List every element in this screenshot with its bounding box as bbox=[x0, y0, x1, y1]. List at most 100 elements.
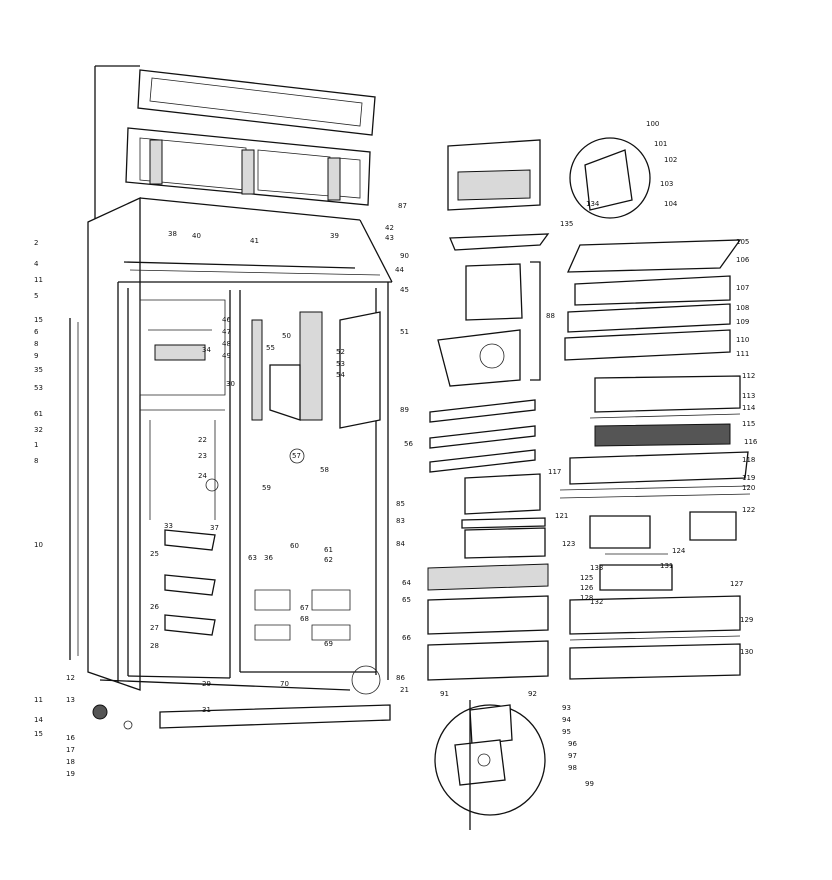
callout: 98 bbox=[568, 764, 577, 772]
callout: 5 bbox=[34, 292, 38, 300]
callout: 17 bbox=[66, 746, 75, 754]
callout: 134 bbox=[586, 200, 600, 208]
callout: 51 bbox=[400, 328, 409, 336]
callout: 122 bbox=[742, 506, 755, 514]
callout: 53 bbox=[34, 384, 43, 392]
callout: 125 bbox=[580, 574, 593, 582]
callout-labels: 2 4 11 5 15 6 8 9 35 53 61 32 1 8 10 11 … bbox=[34, 120, 758, 788]
callout: 88 bbox=[546, 312, 555, 320]
callout: 92 bbox=[528, 690, 537, 698]
callout: 1 bbox=[34, 441, 38, 449]
callout: 61 bbox=[34, 410, 43, 418]
callout: 116 bbox=[744, 438, 758, 446]
top-trim-frame bbox=[94, 65, 376, 230]
callout: 104 bbox=[664, 200, 678, 208]
callout: 120 bbox=[742, 484, 755, 492]
base-grille bbox=[92, 704, 391, 730]
callout: 114 bbox=[742, 404, 756, 412]
callout: 8 bbox=[34, 457, 38, 465]
callout: 62 bbox=[324, 556, 333, 564]
freezer-compartment bbox=[139, 299, 226, 636]
callout: 89 bbox=[400, 406, 409, 414]
callout: 47 bbox=[222, 328, 231, 336]
callout: 9 bbox=[34, 352, 38, 360]
callout: 83 bbox=[396, 517, 405, 525]
callout: 111 bbox=[736, 350, 749, 358]
callout: 110 bbox=[736, 336, 749, 344]
callout: 55 bbox=[266, 344, 275, 352]
callout: 22 bbox=[198, 436, 207, 444]
callout: 6 bbox=[34, 328, 39, 336]
callout: 127 bbox=[730, 580, 743, 588]
fresh-food-compartment bbox=[251, 311, 381, 695]
callout: 117 bbox=[548, 468, 561, 476]
callout: 94 bbox=[562, 716, 571, 724]
callout: 30 bbox=[226, 380, 235, 388]
callout: 26 bbox=[150, 603, 159, 611]
callout: 67 bbox=[300, 604, 309, 612]
callout: 102 bbox=[664, 156, 677, 164]
callout: 109 bbox=[736, 318, 749, 326]
callout: 32 bbox=[34, 426, 43, 434]
callout: 52 bbox=[336, 348, 345, 356]
callout: 33 bbox=[164, 522, 173, 530]
callout: 135 bbox=[560, 220, 573, 228]
hinge-detail bbox=[434, 700, 546, 830]
callout: 15 bbox=[34, 730, 43, 738]
callout: 27 bbox=[150, 624, 159, 632]
callout: 124 bbox=[672, 547, 686, 555]
callout: 133 bbox=[590, 564, 603, 572]
callout: 14 bbox=[34, 716, 43, 724]
callout: 129 bbox=[740, 616, 753, 624]
callout: 41 bbox=[250, 237, 259, 245]
callout: 16 bbox=[66, 734, 75, 742]
callout: 132 bbox=[590, 598, 603, 606]
callout: 48 bbox=[222, 340, 231, 348]
callout: 86 bbox=[396, 674, 405, 682]
callout: 37 bbox=[210, 524, 219, 532]
callout: 84 bbox=[396, 540, 405, 548]
callout: 57 bbox=[292, 452, 301, 460]
callout: 19 bbox=[66, 770, 75, 778]
callout: 28 bbox=[150, 642, 159, 650]
callout: 126 bbox=[580, 584, 594, 592]
callout: 60 bbox=[290, 542, 299, 550]
callout: 121 bbox=[555, 512, 568, 520]
callout: 130 bbox=[740, 648, 753, 656]
callout: 118 bbox=[742, 456, 755, 464]
callout: 42 bbox=[385, 224, 394, 232]
callout: 54 bbox=[336, 371, 345, 379]
callout: 107 bbox=[736, 284, 749, 292]
callout: 95 bbox=[562, 728, 571, 736]
callout: 85 bbox=[396, 500, 405, 508]
callout: 68 bbox=[300, 615, 309, 623]
callout: 97 bbox=[568, 752, 577, 760]
callout: 65 bbox=[402, 596, 411, 604]
callout: 50 bbox=[282, 332, 291, 340]
callout: 101 bbox=[654, 140, 667, 148]
door-shelf-column bbox=[427, 139, 550, 681]
callout: 35 bbox=[34, 366, 43, 374]
callout: 36 bbox=[264, 554, 273, 562]
callout: 21 bbox=[400, 686, 409, 694]
callout: 123 bbox=[562, 540, 575, 548]
callout: 91 bbox=[440, 690, 449, 698]
callout: 11 bbox=[34, 696, 43, 704]
callout: 2 bbox=[34, 239, 38, 247]
callout: 43 bbox=[385, 234, 394, 242]
callout: 24 bbox=[198, 472, 207, 480]
callout: 4 bbox=[34, 260, 39, 268]
callout: 70 bbox=[280, 680, 289, 688]
callout: 39 bbox=[330, 232, 339, 240]
callout: 64 bbox=[402, 579, 411, 587]
callout: 46 bbox=[222, 316, 231, 324]
callout: 103 bbox=[660, 180, 673, 188]
callout: 59 bbox=[262, 484, 271, 492]
callout: 99 bbox=[585, 780, 594, 788]
callout: 87 bbox=[398, 202, 407, 210]
callout: 45 bbox=[400, 286, 409, 294]
callout: 131 bbox=[660, 562, 673, 570]
callout: 29 bbox=[202, 680, 211, 688]
callout: 58 bbox=[320, 466, 329, 474]
